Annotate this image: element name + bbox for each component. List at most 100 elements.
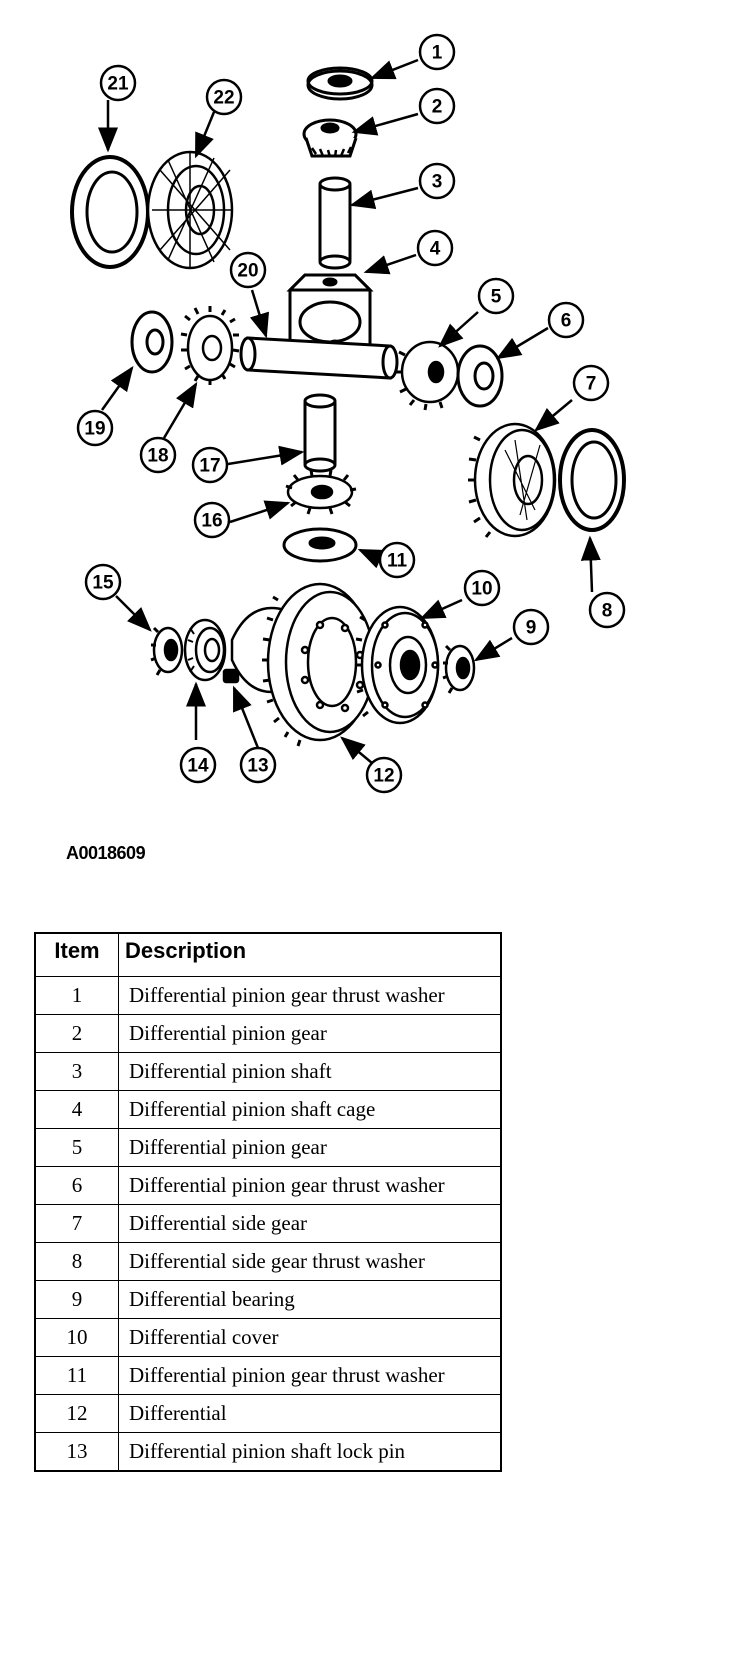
item-number: 12 [34, 1394, 119, 1433]
item-description: Differential bearing [118, 1280, 502, 1319]
callout-12: 12 [365, 756, 403, 794]
part-pinion-gear-18 [180, 306, 240, 385]
callout-text: 5 [491, 287, 502, 308]
callout-4: 4 [416, 229, 454, 267]
callout-18: 18 [139, 436, 177, 474]
part-shaft-cage-4 [286, 273, 374, 362]
item-description: Differential side gear [118, 1204, 502, 1243]
callout-text: 17 [199, 456, 220, 477]
part-pinion-shaft-20 [239, 336, 399, 380]
item-description: Differential cover [118, 1318, 502, 1357]
part-side-gear-7 [468, 422, 557, 538]
callout-6: 6 [547, 301, 585, 339]
item-number: 5 [34, 1128, 119, 1167]
callout-16: 16 [193, 501, 231, 539]
item-description: Differential pinion gear thrust washer [118, 1166, 502, 1205]
leader-arrows [98, 58, 601, 769]
part-lock-pin-13 [222, 668, 240, 684]
callout-text: 3 [432, 172, 443, 193]
callout-text: 11 [387, 551, 408, 572]
callout-text: 18 [147, 446, 168, 467]
callout-10: 10 [463, 569, 501, 607]
callout-text: 4 [430, 239, 441, 260]
item-number: 4 [34, 1090, 119, 1129]
item-column-header: Item [34, 932, 119, 977]
item-number: 8 [34, 1242, 119, 1281]
table-header-row: Item Description [34, 932, 502, 977]
part-pinion-gear-5 [396, 340, 460, 411]
callout-text: 19 [84, 419, 105, 440]
item-description: Differential pinion shaft cage [118, 1090, 502, 1129]
part-thrust-washer-19 [130, 310, 174, 374]
callout-text: 10 [471, 579, 492, 600]
description-column-header: Description [118, 932, 502, 977]
callout-text: 9 [526, 618, 537, 639]
item-description: Differential pinion shaft [118, 1052, 502, 1091]
callout-17: 17 [191, 446, 229, 484]
callout-text: 7 [586, 374, 597, 395]
callout-1: 1 [418, 33, 456, 71]
callout-text: 8 [602, 601, 613, 622]
part-pinion-shaft-3 [318, 176, 352, 270]
callout-22: 22 [205, 78, 243, 116]
item-number: 11 [34, 1356, 119, 1395]
part-bearing-15 [150, 626, 184, 676]
item-description: Differential pinion gear thrust washer [118, 976, 502, 1015]
callout-9: 9 [512, 608, 550, 646]
figure-code: A0018609 [66, 843, 146, 863]
part-thrust-washer-6 [456, 344, 504, 408]
callout-text: 16 [201, 511, 222, 532]
part-side-gear-22 [146, 150, 234, 270]
part-pinion-gear-2 [302, 118, 358, 158]
callout-text: 6 [561, 311, 572, 332]
item-number: 7 [34, 1204, 119, 1243]
item-description: Differential pinion shaft lock pin [118, 1432, 502, 1472]
callout-text: 22 [213, 88, 234, 109]
callout-2: 2 [418, 87, 456, 125]
callout-21: 21 [99, 64, 137, 102]
callout-text: 2 [432, 97, 443, 118]
part-differential-12 [230, 582, 376, 747]
item-number: 13 [34, 1432, 119, 1472]
item-description: Differential pinion gear thrust washer [118, 1356, 502, 1395]
callout-text: 12 [373, 766, 394, 787]
part-bearing-9 [442, 644, 476, 694]
item-number: 2 [34, 1014, 119, 1053]
part-thrust-washer-11 [282, 527, 358, 563]
callout-15: 15 [84, 563, 122, 601]
callout-text: 21 [107, 74, 129, 95]
callout-19: 19 [76, 409, 114, 447]
part-pinion-gear-16 [285, 469, 357, 515]
item-number: 3 [34, 1052, 119, 1091]
part-pinion-shaft-17 [303, 393, 337, 473]
item-number: 6 [34, 1166, 119, 1205]
callout-14: 14 [179, 746, 217, 784]
callout-3: 3 [418, 162, 456, 200]
callout-labels: 1 2 3 4 5 6 7 8 9 10 11 12 13 14 15 16 1… [76, 33, 626, 794]
part-bearing-14 [183, 618, 227, 682]
callout-5: 5 [477, 277, 515, 315]
item-description: Differential pinion gear [118, 1014, 502, 1053]
callout-text: 20 [237, 261, 258, 282]
callout-text: 1 [432, 43, 443, 64]
callout-text: 14 [187, 756, 209, 777]
item-description: Differential pinion gear [118, 1128, 502, 1167]
exploded-diagram: 1 2 3 4 5 6 7 8 9 10 11 12 13 14 15 16 1… [70, 33, 626, 794]
callout-text: 13 [247, 756, 268, 777]
item-description: Differential side gear thrust washer [118, 1242, 502, 1281]
callout-7: 7 [572, 364, 610, 402]
item-number: 9 [34, 1280, 119, 1319]
